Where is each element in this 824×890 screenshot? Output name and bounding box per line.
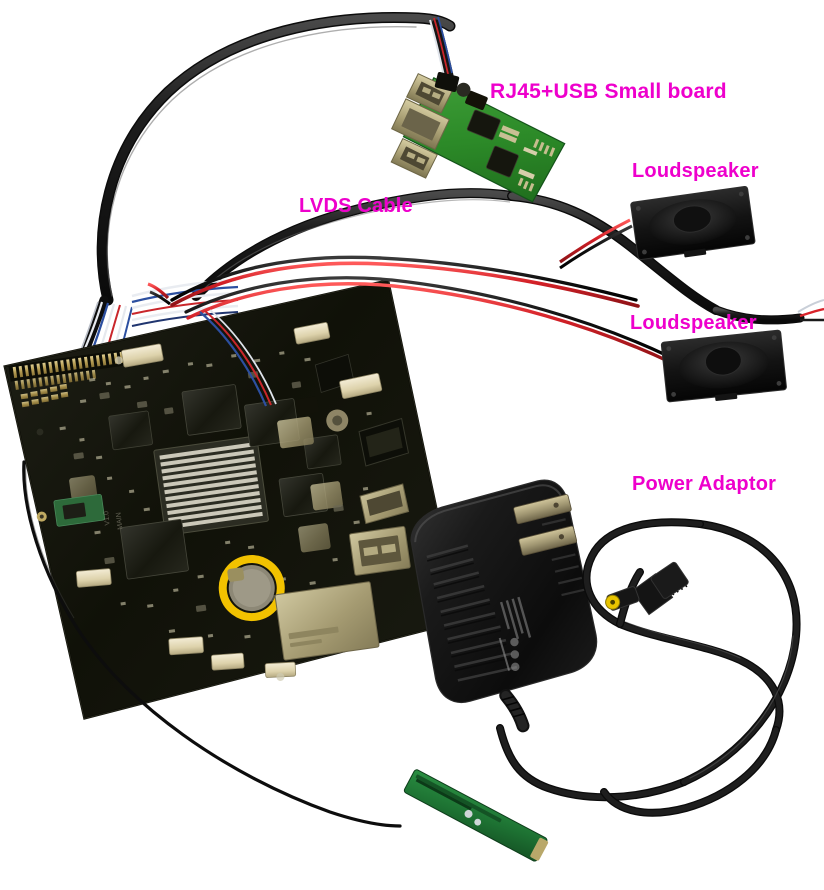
ac-plug-blades <box>513 494 578 556</box>
label-loudspeaker-upper: Loudspeaker <box>632 160 759 182</box>
rtc-battery <box>218 555 285 622</box>
rating-label <box>498 596 532 672</box>
speaker-wire-upper <box>170 255 640 308</box>
ethernet-phy-ic <box>466 109 519 178</box>
ribbon-header <box>517 138 556 192</box>
label-lvds-cable: LVDS Cable <box>299 195 413 217</box>
main-control-board: V1.0 MAIN <box>3 278 462 720</box>
power-adaptor <box>400 470 630 735</box>
smd-components-dark <box>73 371 344 612</box>
loudspeaker-lower <box>658 329 790 404</box>
sd-card-slot <box>274 581 380 661</box>
small-board-components <box>456 82 538 180</box>
wifi-pcb-antenna <box>385 765 575 875</box>
loudspeaker-upper <box>628 185 758 261</box>
cable-tail-right <box>797 299 824 322</box>
label-loudspeaker-lower: Loudspeaker <box>630 312 757 334</box>
edge-pads-left <box>20 383 69 408</box>
label-rj45-usb-small-board: RJ45+USB Small board <box>490 80 727 103</box>
label-power-adaptor: Power Adaptor <box>632 473 777 495</box>
strain-relief <box>499 688 530 733</box>
speaker-wire-upper-tail <box>559 218 633 270</box>
